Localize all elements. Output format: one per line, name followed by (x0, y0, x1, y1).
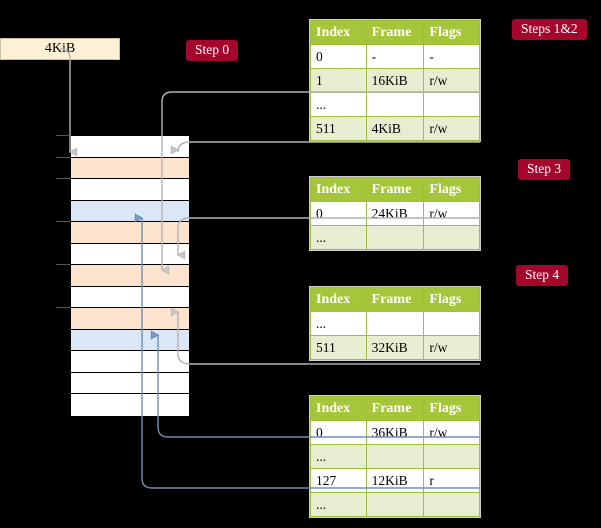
memory-frame-row (71, 222, 189, 244)
memory-frame-row (71, 157, 189, 180)
cell-frame (365, 225, 425, 250)
memory-frame-row (71, 200, 189, 223)
column-header-flags: Flags (423, 177, 480, 202)
cell-flags: r/w (423, 335, 480, 360)
cell-flags: r/w (423, 116, 480, 141)
badge-step-0: Step 0 (186, 40, 239, 62)
cell-index: ... (310, 492, 367, 517)
column-header-frame: Frame (365, 287, 425, 312)
cell-index: 1 (310, 68, 367, 93)
source-frame-label: 4KiB (44, 41, 76, 56)
memory-row-tick (56, 307, 70, 309)
cell-index: ... (310, 311, 367, 336)
badge-steps-1-2: Steps 1&2 (512, 19, 587, 41)
column-header-index: Index (310, 396, 367, 421)
memory-row-tick (56, 178, 70, 180)
memory-frame-row (71, 308, 189, 330)
table-row: ... (310, 311, 480, 336)
cell-index: ... (310, 444, 367, 469)
cell-flags: - (423, 44, 480, 69)
cell-flags: r/w (423, 420, 480, 445)
wire-step0 (59, 48, 78, 157)
memory-frame-row (71, 351, 189, 373)
column-header-flags: Flags (423, 396, 480, 421)
memory-frame-row (71, 329, 189, 352)
memory-frame-row (71, 243, 189, 266)
memory-frame-row (71, 179, 189, 201)
cell-flags: r (423, 468, 480, 493)
cell-frame: 24KiB (365, 201, 425, 226)
cell-flags (423, 311, 480, 336)
table-row: ... (310, 225, 480, 250)
column-header-flags: Flags (423, 287, 480, 312)
column-header-index: Index (310, 177, 367, 202)
badge-step-3: Step 3 (518, 159, 571, 181)
cell-frame: - (365, 44, 425, 69)
cell-flags (423, 92, 480, 117)
badge-step-4: Step 4 (516, 265, 569, 287)
column-header-frame: Frame (365, 177, 425, 202)
memory-row-tick (56, 264, 70, 266)
column-header-index: Index (310, 287, 367, 312)
cell-index: 0 (310, 201, 367, 226)
cell-frame (365, 311, 425, 336)
memory-frame-row (71, 265, 189, 287)
cell-index: 0 (310, 44, 367, 69)
column-header-frame: Frame (365, 396, 425, 421)
cell-index: ... (310, 92, 367, 117)
cell-flags (423, 492, 480, 517)
memory-frame-row (71, 372, 189, 395)
table-row: 0-- (310, 44, 480, 69)
cell-flags: r/w (423, 68, 480, 93)
table-row: ... (310, 444, 480, 469)
memory-row-tick (56, 221, 70, 223)
cell-flags (423, 225, 480, 250)
cell-index: 0 (310, 420, 367, 445)
physical-memory-column (70, 135, 190, 416)
memory-row-tick (56, 156, 70, 158)
memory-frame-row (71, 136, 189, 158)
column-header-index: Index (310, 20, 367, 45)
cell-frame: 16KiB (365, 68, 425, 93)
cell-flags (423, 444, 480, 469)
table-row: ... (310, 492, 480, 517)
cell-frame (365, 444, 425, 469)
cell-frame (365, 92, 425, 117)
cell-index: 511 (310, 116, 367, 141)
cell-flags: r/w (423, 201, 480, 226)
cell-frame: 12KiB (365, 468, 425, 493)
table-row: ... (310, 92, 480, 117)
column-header-flags: Flags (423, 20, 480, 45)
source-frame-box: 4KiB (0, 38, 120, 60)
cell-index: ... (310, 225, 367, 250)
cell-index: 511 (310, 335, 367, 360)
cell-frame: 36KiB (365, 420, 425, 445)
cell-frame (365, 492, 425, 517)
wire-l4-c (170, 141, 480, 155)
memory-row-tick (56, 135, 70, 136)
cell-frame: 4KiB (365, 116, 425, 141)
column-header-frame: Frame (365, 20, 425, 45)
cell-frame: 32KiB (365, 335, 425, 360)
cell-index: 127 (310, 468, 367, 493)
memory-frame-row (71, 286, 189, 309)
memory-frame-row (71, 394, 189, 416)
